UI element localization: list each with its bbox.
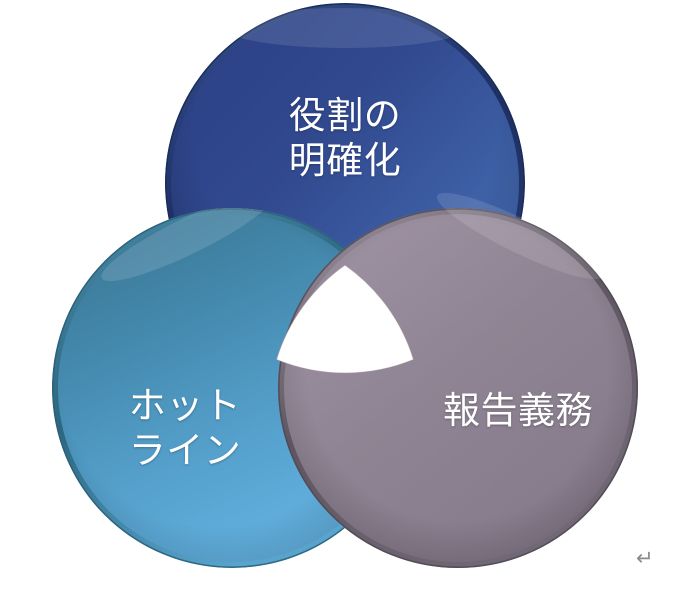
paragraph-return-icon: ↵ <box>636 546 654 570</box>
venn-center-overlap <box>276 264 414 374</box>
